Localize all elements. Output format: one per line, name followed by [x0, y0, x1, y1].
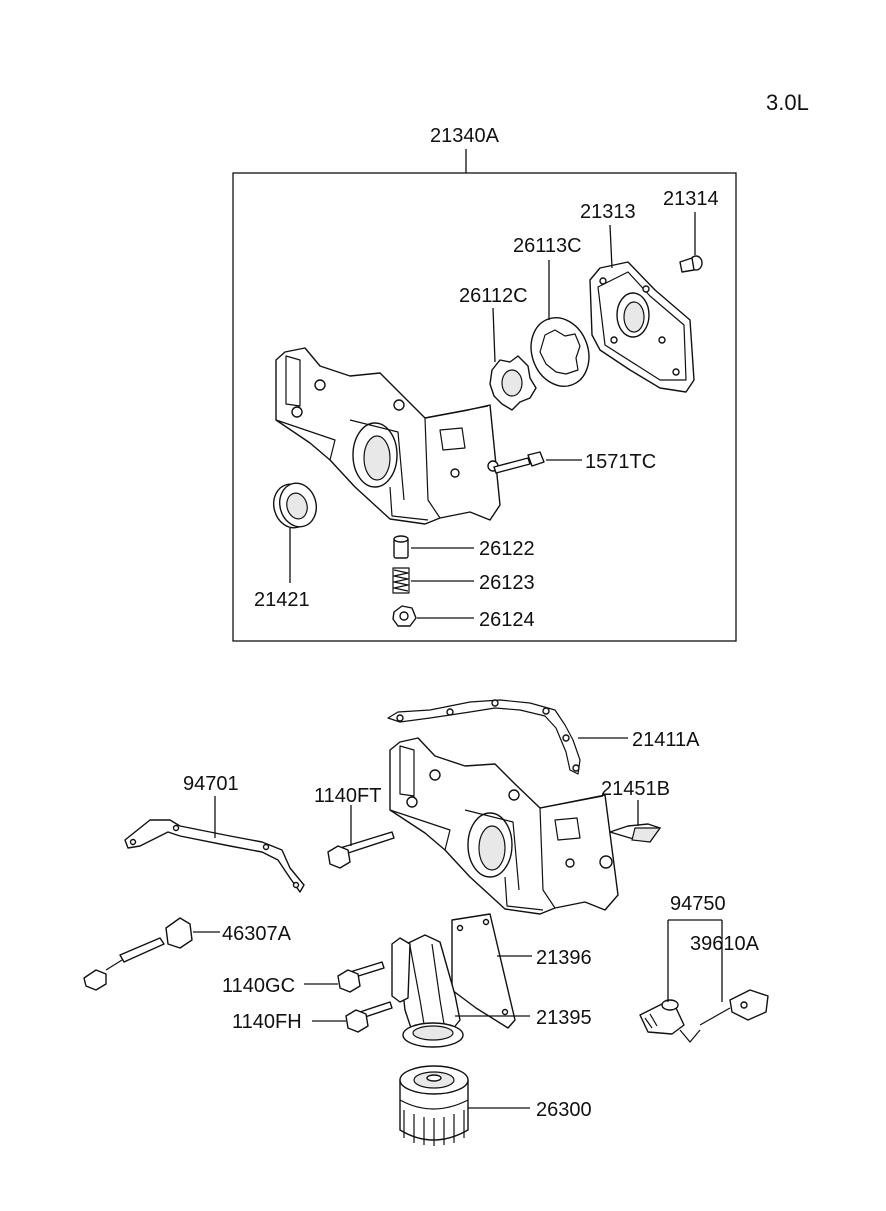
bolt-1140GC [337, 961, 385, 993]
callout-21313: 21313 [580, 201, 636, 223]
callout-39610A: 39610A [690, 933, 760, 955]
callout-46307A: 46307A [222, 923, 292, 945]
inner-rotor-26112C [489, 355, 537, 411]
callout-26123: 26123 [479, 572, 535, 594]
callout-26300: 26300 [536, 1099, 592, 1121]
callout-21396: 21396 [536, 947, 592, 969]
screw-21314 [679, 255, 703, 273]
callout-1140FH: 1140FH [232, 1011, 302, 1033]
gasket-21396 [451, 913, 516, 1029]
oil-pressure-switch-94750 [639, 999, 701, 1043]
callout-26113C: 26113C [513, 235, 582, 257]
oil-pump-housing-lower [389, 737, 619, 915]
callout-26124: 26124 [479, 609, 535, 631]
assembly-box [232, 172, 737, 642]
callout-1571TC: 1571TC [585, 451, 656, 473]
sensor-21451B [609, 823, 662, 843]
plug-26124 [392, 605, 417, 627]
pump-cover-plate [589, 261, 695, 393]
callout-1140GC: 1140GC [222, 975, 295, 997]
connector-46307A [83, 917, 193, 991]
outer-rotor-26113C [530, 317, 590, 387]
oil-seal-21421 [273, 482, 317, 529]
oil-filter-26300 [399, 1065, 469, 1146]
engine-label: 3.0L [766, 90, 809, 115]
callout-21411A: 21411A [632, 729, 700, 751]
sensor-39610A [699, 989, 769, 1026]
relief-plunger-26122 [393, 535, 409, 559]
gasket-21411A [387, 699, 581, 775]
oil-pump-housing-upper [275, 347, 501, 525]
assembly-label: 21340A [430, 125, 500, 147]
callout-26122: 26122 [479, 538, 535, 560]
callout-26112C: 26112C [459, 285, 528, 307]
callout-21395: 21395 [536, 1007, 592, 1029]
bolt-1140FH [345, 1001, 393, 1033]
bolt-1140FT [327, 831, 395, 869]
callout-21421: 21421 [254, 589, 310, 611]
oil-strainer-21395 [391, 934, 464, 1048]
callout-1140FT: 1140FT [314, 785, 381, 807]
callout-94750: 94750 [670, 893, 726, 915]
callout-21451B: 21451B [601, 778, 670, 800]
callout-21314: 21314 [663, 188, 719, 210]
callout-94701: 94701 [183, 773, 239, 795]
relief-spring-26123 [392, 567, 410, 594]
bolt-1571TC [493, 451, 545, 474]
